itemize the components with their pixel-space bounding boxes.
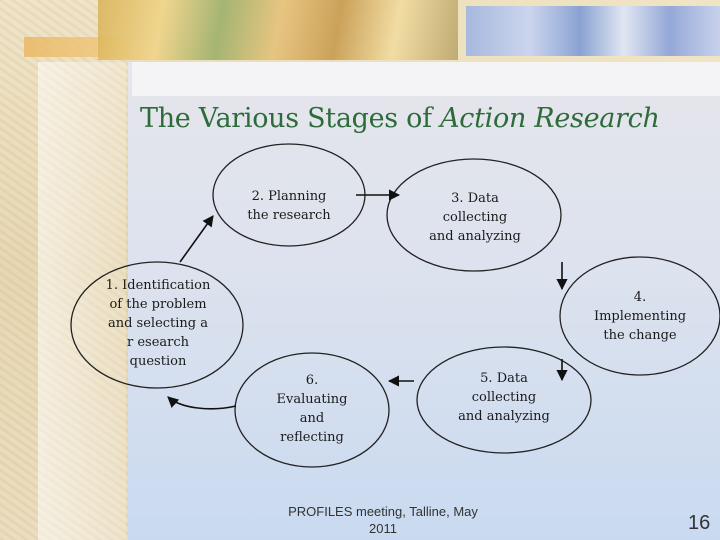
node-label-3: 3. Data collecting and analyzing xyxy=(410,189,540,246)
node-5-line: and analyzing xyxy=(458,409,550,424)
node-3-line: collecting xyxy=(442,210,508,225)
autumn-leaves-image xyxy=(98,0,458,60)
node-5-line: 5. Data xyxy=(480,371,528,386)
node-6-line: 6. xyxy=(305,373,319,388)
node-6-line: reflecting xyxy=(280,430,344,445)
title-main-text: The Various Stages of xyxy=(140,103,441,134)
node-4-line: the change xyxy=(603,328,677,343)
node-label-5: 5. Data collecting and analyzing xyxy=(439,369,569,426)
node-1-line: and selecting a xyxy=(107,316,209,331)
page-number: 16 xyxy=(688,512,711,534)
title-italic-text: Action Research xyxy=(440,103,660,134)
slide-title: The Various Stages of Action Research xyxy=(140,103,660,134)
node-label-1: 1. Identification of the problem and sel… xyxy=(83,276,233,371)
node-6-line: and xyxy=(299,411,325,426)
node-label-6: 6. Evaluating and reflecting xyxy=(252,371,372,447)
title-band xyxy=(132,62,720,96)
arrow-1-to-2 xyxy=(179,215,214,263)
node-label-4: 4. Implementing the change xyxy=(580,288,700,345)
node-ellipse-1 xyxy=(70,261,244,389)
node-2-line: 2. Planning xyxy=(251,189,327,204)
node-1-line: question xyxy=(129,354,187,369)
node-3-line: and analyzing xyxy=(429,229,521,244)
node-ellipse-3 xyxy=(386,158,562,272)
node-label-2: 2. Planning the research xyxy=(224,187,354,225)
node-1-line: of the problem xyxy=(109,297,207,312)
node-1-line: 1. Identification xyxy=(105,278,211,293)
node-ellipse-6 xyxy=(234,352,390,468)
blue-flowers-image xyxy=(466,6,720,56)
node-2-line: the research xyxy=(247,208,331,223)
slide-content-area xyxy=(128,62,720,540)
node-ellipse-5 xyxy=(416,346,592,454)
node-4-line: 4. xyxy=(633,290,647,305)
node-1-line: r esearch xyxy=(126,335,190,350)
node-6-line: Evaluating xyxy=(276,392,348,407)
slide-footer: PROFILES meeting, Talline, May 2011 xyxy=(288,504,478,536)
node-ellipse-4 xyxy=(559,256,720,376)
node-3-line: 3. Data xyxy=(451,191,499,206)
node-5-line: collecting xyxy=(471,390,537,405)
arrow-6-to-1 xyxy=(167,396,237,410)
vertical-light-bar xyxy=(38,62,126,540)
node-4-line: Implementing xyxy=(593,309,687,324)
